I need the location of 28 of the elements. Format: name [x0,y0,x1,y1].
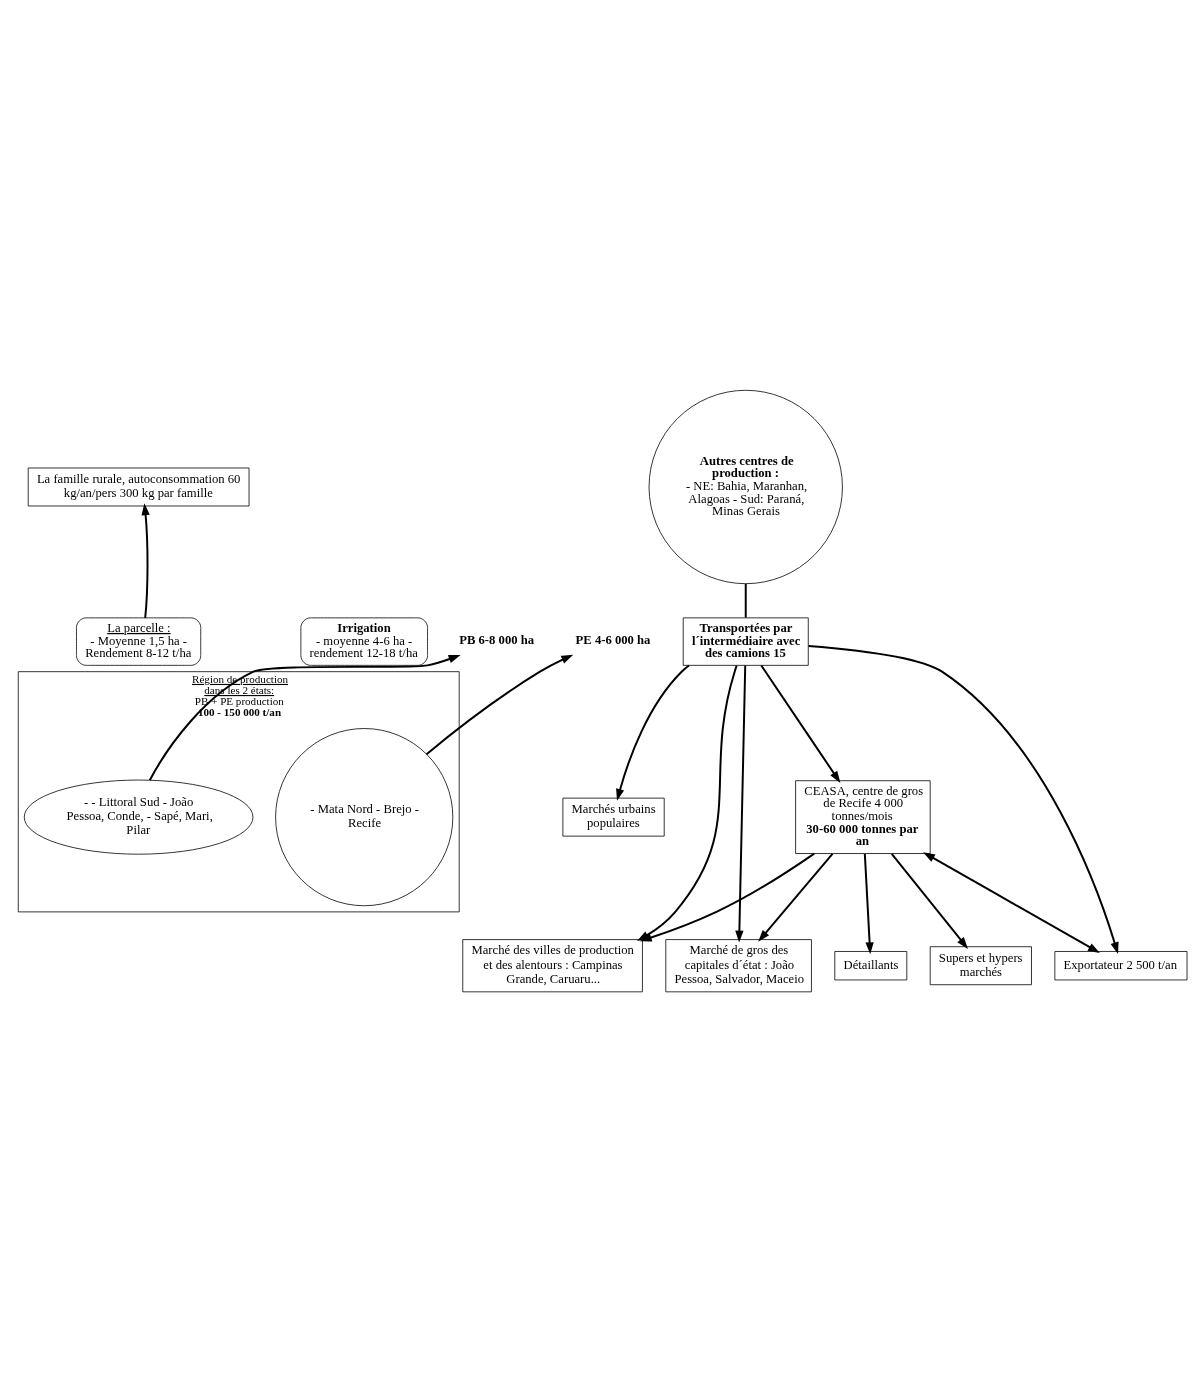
node-box: Transportées par l´intermédiaire avec des camions 15 [682,616,809,666]
node-text: PB 6-8 000 ha [459,632,535,647]
node-circle: Autres centres de production : - NE: Bahia, Maranhan, Alagoas - Sud: Paraná, Minas Gerais [648,389,843,584]
node-box: Marché de gros des capitales d´état : João Pessoa, Salvador, Maceio [665,938,812,992]
arrow [923,851,1100,953]
arrow [425,654,574,755]
node-box: CEASA, centre de gros de Recife 4 000 tonnes/mois 30-60 000 tonnes par an [795,779,931,854]
node-box: Marché des villes de production et des alentours : Campinas Grande, Caruaru... [462,938,643,992]
arrow [807,644,1119,954]
arrow [735,664,747,942]
arrow [758,852,834,942]
node-box: La parcelle : - Moyenne 1,5 ha - Rendement 8-12 t/ha [76,616,202,666]
arrow [148,654,461,781]
node-box: Supers et hypers marchés [929,945,1032,985]
node-circle: - Mata Nord - Brejo - Recife [275,727,454,906]
node-text: PE 4-6 000 ha [575,632,651,647]
node-ellipse: - - Littoral Sud - João Pessoa, Conde, - Sapé, Mari, Pilar [23,779,254,855]
node-box: Irrigation - moyenne 4-6 ha - rendement 12-18 t/ha [300,616,428,666]
node-box: La famille rurale, autoconsommation 60 kg/an/pers 300 kg par famille [27,467,250,506]
arrow [616,663,690,801]
node-box: Exportateur 2 500 t/an [1054,950,1188,980]
connector [744,582,747,619]
node-box: Marchés urbains populaires [562,797,665,836]
arrow [890,852,968,949]
arrow [863,852,874,954]
node-box: Détaillants [834,950,908,980]
arrow [760,664,841,783]
arrow [141,502,150,619]
